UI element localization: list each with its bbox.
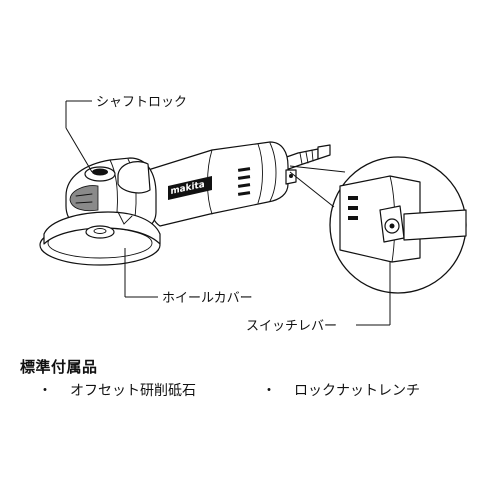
bullet: ・	[38, 383, 52, 399]
leader-lines	[65, 100, 391, 326]
label-shaft-lock: シャフトロック	[96, 95, 187, 110]
side-handle-knob	[117, 161, 151, 194]
accessory-item: ・ オフセット研削砥石	[38, 380, 196, 400]
motor-housing	[146, 141, 289, 227]
label-switch-lever: スイッチレバー	[246, 319, 337, 334]
bullet: ・	[262, 383, 276, 399]
accessories-title: 標準付属品	[20, 358, 98, 376]
label-wheel-cover: ホイールカバー	[162, 291, 253, 306]
accessory-label: ロックナットレンチ	[294, 383, 420, 399]
brand-badge: makita	[168, 176, 212, 200]
accessory-label: オフセット研削砥石	[70, 383, 196, 399]
vent-slots	[237, 167, 251, 196]
spindle-nut	[85, 225, 115, 239]
switch-lever-small	[285, 169, 297, 185]
zoom-detail	[339, 175, 467, 263]
shaft-lock-button	[84, 166, 116, 182]
accessory-item: ・ ロックナットレンチ	[262, 380, 420, 400]
